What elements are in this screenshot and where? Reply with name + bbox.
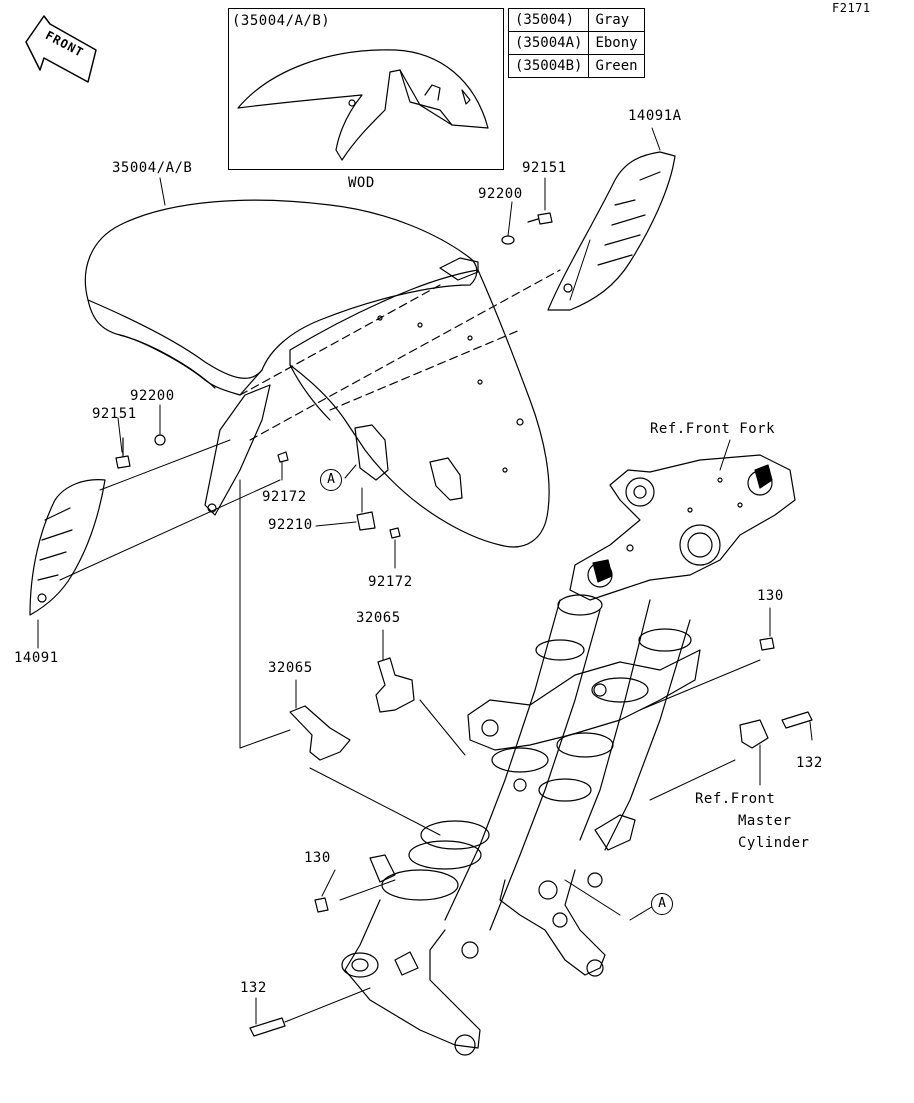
part-label-cover-right: 14091A (628, 108, 682, 124)
part-label-bracket-32065-lower: 32065 (268, 660, 313, 676)
inset-caption: WOD (348, 175, 375, 191)
front-arrow-icon (25, 15, 97, 83)
callout-a-lower: A (651, 893, 673, 915)
fender-bracket-left (204, 384, 271, 516)
part-label-bolt-130-lower: 130 (304, 850, 331, 866)
cover-left (29, 479, 106, 616)
front-label: FRONT (43, 28, 87, 60)
hardware-icons (115, 212, 813, 1037)
part-label-bolt-92151-right: 92151 (522, 160, 567, 176)
ref-master-cylinder-line1: Ref.Front (695, 791, 776, 807)
part-label-bolt-92151-left: 92151 (92, 406, 137, 422)
color-row: (35004B) Green (507, 54, 645, 78)
color-row: (35004) Gray (507, 8, 645, 32)
inset-title: (35004/A/B) (232, 13, 331, 29)
cover-right (547, 151, 676, 311)
diagram-code: F2171 (832, 1, 871, 15)
color-name: Ebony (588, 31, 645, 55)
part-label-bolt-130-upper: 130 (757, 588, 784, 604)
part-label-bolt-132-right: 132 (796, 755, 823, 771)
part-label-cover-left: 14091 (14, 650, 59, 666)
front-fork (341, 454, 796, 1056)
ref-front-fork: Ref.Front Fork (650, 421, 776, 437)
part-label-bracket-32065-upper: 32065 (356, 610, 401, 626)
color-code: (35004) (507, 8, 590, 32)
callout-a-upper: A (320, 469, 342, 491)
color-name: Green (588, 54, 645, 78)
ref-master-cylinder-line3: Cylinder (738, 835, 810, 851)
leader-lines (37, 127, 813, 1025)
part-label-fender: 35004/A/B (112, 160, 193, 176)
color-code: (35004B) (507, 54, 590, 78)
color-name: Gray (588, 8, 645, 32)
part-label-clip-92210: 92210 (268, 517, 313, 533)
inset-fender-drawing (237, 49, 489, 161)
inset-box (228, 8, 504, 170)
color-table: (35004) Gray (35004A) Ebony (35004B) Gre… (507, 8, 645, 78)
front-fender (84, 199, 561, 548)
ref-master-cylinder-line2: Master (738, 813, 792, 829)
part-label-washer-92200-left: 92200 (130, 388, 175, 404)
color-code: (35004A) (507, 31, 590, 55)
part-label-screw-92172-left: 92172 (262, 489, 307, 505)
part-label-washer-92200-right: 92200 (478, 186, 523, 202)
part-label-screw-92172-right: 92172 (368, 574, 413, 590)
color-row: (35004A) Ebony (507, 31, 645, 55)
part-label-bolt-132-lower: 132 (240, 980, 267, 996)
front-badge: FRONT (26, 20, 104, 74)
